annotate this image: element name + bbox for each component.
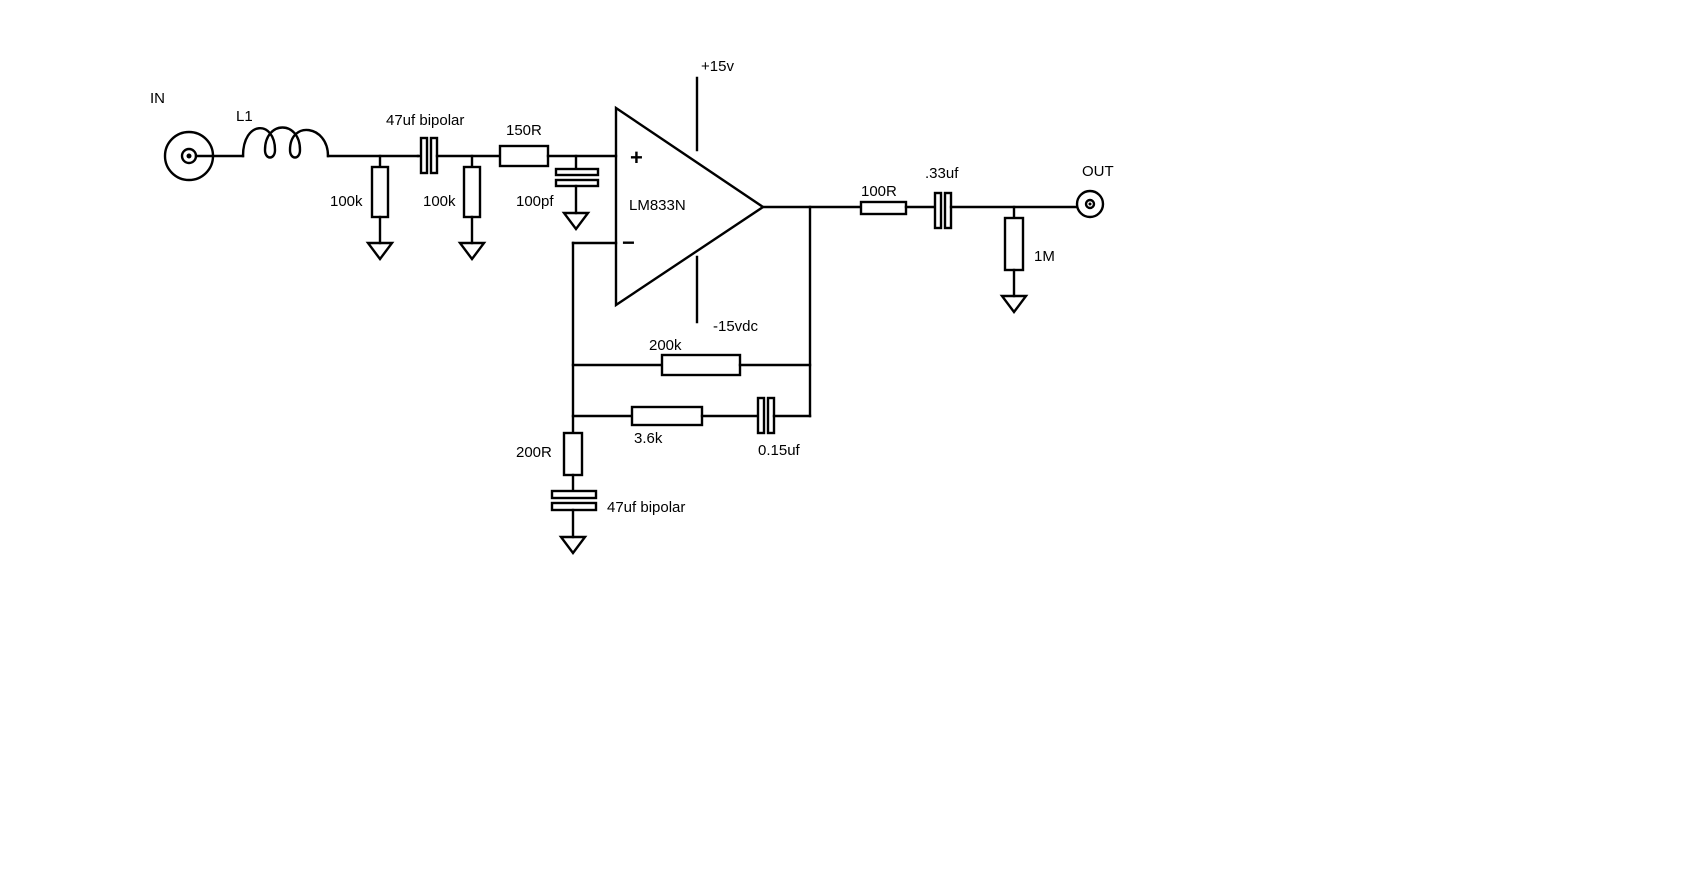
shunt-2-label: 100k	[423, 193, 456, 210]
ground-symbol	[365, 241, 395, 261]
resistor-200r	[562, 431, 584, 477]
ground-symbol	[558, 535, 588, 555]
resistor-100k-2	[462, 165, 482, 219]
positive-supply-label: +15v	[701, 58, 734, 75]
resistor-200k-feedback	[660, 353, 742, 377]
resistor-100r-output	[859, 200, 908, 216]
opamp-minus-sign: −	[622, 230, 635, 255]
output-jack	[1075, 189, 1105, 219]
capacitor-100pf	[554, 167, 600, 177]
ground-cap-label: 47uf bipolar	[607, 499, 685, 516]
feedback-network-resistor-label: 3.6k	[634, 430, 663, 447]
opamp-triangle	[614, 105, 766, 308]
input-cap-label: 47uf bipolar	[386, 112, 464, 129]
feedback-resistor-label: 200k	[649, 337, 682, 354]
ground-symbol	[561, 211, 591, 231]
resistor-3.6k	[630, 405, 704, 427]
negative-supply-label: -15vdc	[713, 318, 759, 335]
inductor-l1	[241, 126, 330, 159]
capacitor-47uf-ground	[550, 489, 598, 500]
resistor-1m	[1003, 216, 1025, 272]
output-cap-label: .33uf	[925, 165, 959, 182]
resistor-100k-1	[370, 165, 390, 219]
shunt-1-label: 100k	[330, 193, 363, 210]
resistor-150r	[498, 144, 550, 168]
filter-cap-label: 100pf	[516, 193, 554, 210]
series-resistor-label: 150R	[506, 122, 542, 139]
ground-symbol	[999, 294, 1029, 314]
capacitor-0.33uf	[933, 191, 943, 230]
capacitor-47uf-input	[419, 136, 429, 175]
inductor-label: L1	[236, 108, 253, 125]
output-load-label: 1M	[1034, 248, 1055, 265]
capacitor-0.33uf-plate	[943, 191, 953, 230]
output-label: OUT	[1082, 163, 1114, 180]
capacitor-0.15uf	[756, 396, 766, 435]
output-resistor-label: 100R	[861, 183, 897, 200]
opamp-plus-sign: +	[630, 145, 643, 170]
opamp-label: LM833N	[629, 197, 686, 214]
feedback-network-cap-label: 0.15uf	[758, 442, 801, 459]
ground-symbol	[457, 241, 487, 261]
input-label: IN	[150, 90, 165, 107]
ground-resistor-label: 200R	[516, 444, 552, 461]
